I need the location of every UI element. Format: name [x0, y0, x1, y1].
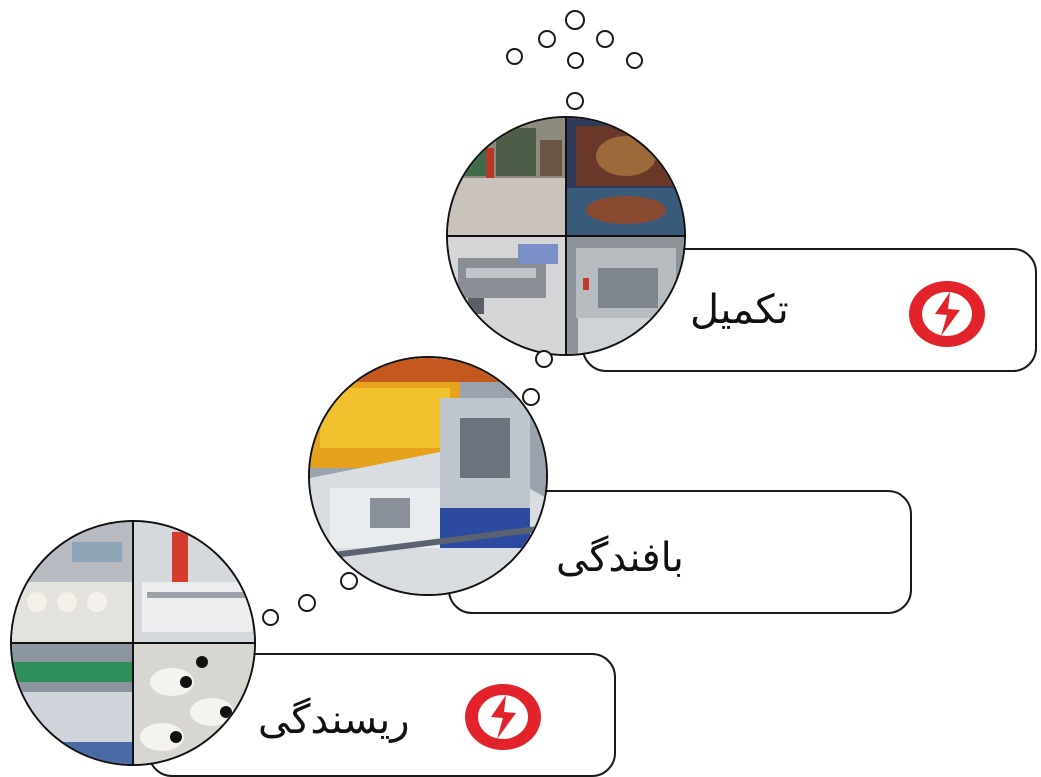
finishing-photo-collage	[446, 116, 686, 356]
stage-label-weaving: بافندگی	[556, 535, 684, 581]
spinning-photo-collage	[10, 520, 256, 766]
thought-bubble	[535, 350, 553, 368]
thought-bubble	[565, 10, 585, 30]
thought-bubble	[567, 52, 584, 69]
weaving-machine-photo	[308, 356, 548, 596]
thought-bubble	[538, 30, 556, 48]
thought-bubble	[340, 572, 358, 590]
stage-label-spinning: ریسندگی	[258, 697, 410, 743]
thought-bubble	[262, 609, 279, 626]
thought-bubble	[298, 594, 316, 612]
thought-bubble	[596, 30, 614, 48]
thought-bubble	[506, 48, 523, 65]
thought-bubble	[522, 388, 540, 406]
stage-label-finishing: تکمیل	[690, 287, 789, 333]
company-logo-icon	[906, 278, 988, 354]
company-logo-icon	[462, 681, 544, 757]
thought-bubble	[626, 52, 643, 69]
thought-bubble	[566, 92, 584, 110]
